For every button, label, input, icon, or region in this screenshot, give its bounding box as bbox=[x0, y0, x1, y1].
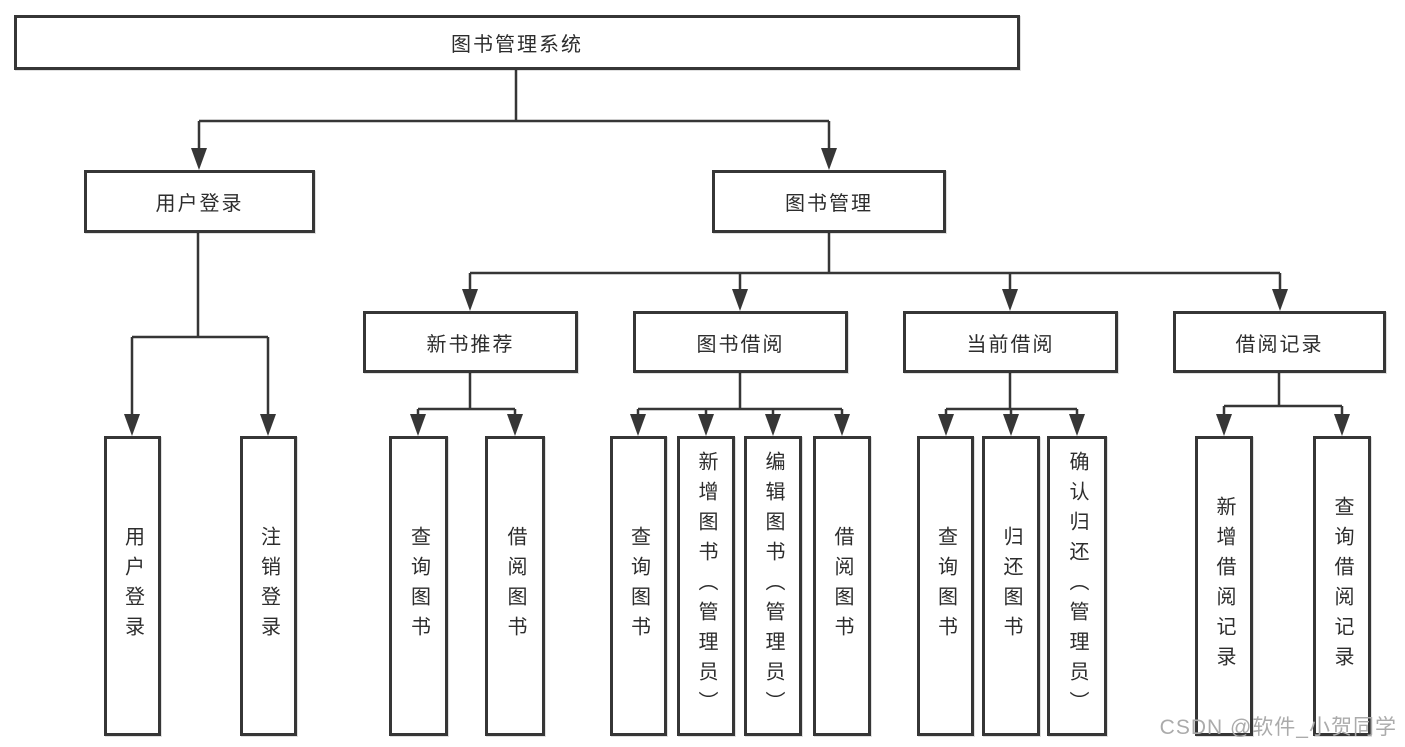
node-borrowing-records-label: 借阅记录 bbox=[1235, 333, 1324, 356]
leaf-cb-return-books-label: 归还图书 bbox=[1000, 526, 1022, 646]
leaf-user-login-label: 用户登录 bbox=[121, 526, 144, 646]
arrow-down-icon bbox=[260, 414, 276, 436]
leaf-br-add-record: 新增借阅记录 bbox=[1195, 436, 1253, 736]
connector-new-book-group bbox=[416, 373, 517, 418]
arrow-down-icon bbox=[821, 148, 837, 170]
leaf-user-login: 用户登录 bbox=[104, 436, 161, 736]
arrow-down-icon bbox=[1002, 289, 1018, 311]
connector-level2 bbox=[197, 70, 831, 152]
leaf-logout-label: 注销登录 bbox=[257, 526, 280, 646]
leaf-bb-borrow-books-label: 借阅图书 bbox=[831, 526, 853, 646]
connector-borrow-records-group bbox=[1222, 373, 1344, 418]
watermark: CSDN @软件_小贺同学 bbox=[1159, 716, 1397, 739]
leaf-cb-query-books-label: 查询图书 bbox=[934, 526, 957, 646]
leaf-logout: 注销登录 bbox=[240, 436, 297, 736]
leaf-bb-query-books-label: 查询图书 bbox=[627, 526, 650, 646]
leaf-br-add-record-label: 新增借阅记录 bbox=[1213, 496, 1235, 676]
arrow-down-icon bbox=[765, 414, 781, 436]
node-user-login-label: 用户登录 bbox=[155, 193, 244, 215]
arrow-down-icon bbox=[698, 414, 714, 436]
node-new-book-recommendation: 新书推荐 bbox=[363, 311, 578, 373]
node-borrowing-records: 借阅记录 bbox=[1173, 311, 1386, 373]
node-root-label: 图书管理系统 bbox=[451, 34, 583, 56]
leaf-bb-add-books-admin: 新增图书（管理员） bbox=[677, 436, 735, 736]
arrow-down-icon bbox=[462, 289, 478, 311]
arrow-down-icon bbox=[124, 414, 140, 436]
leaf-bb-query-books: 查询图书 bbox=[610, 436, 667, 736]
node-current-borrowing: 当前借阅 bbox=[903, 311, 1118, 373]
arrow-down-icon bbox=[1272, 289, 1288, 311]
leaf-nbr-borrow-books: 借阅图书 bbox=[485, 436, 545, 736]
node-current-borrowing-label: 当前借阅 bbox=[966, 333, 1055, 356]
node-book-borrowing: 图书借阅 bbox=[633, 311, 848, 373]
arrow-down-icon bbox=[1216, 414, 1232, 436]
connector-user-login-group bbox=[130, 233, 270, 418]
arrow-down-icon bbox=[1069, 414, 1085, 436]
arrow-down-icon bbox=[1334, 414, 1350, 436]
leaf-cb-query-books: 查询图书 bbox=[917, 436, 974, 736]
leaf-cb-confirm-return-admin-label: 确认归还（管理员） bbox=[1066, 451, 1088, 721]
arrow-down-icon bbox=[507, 414, 523, 436]
arrow-down-icon bbox=[938, 414, 954, 436]
connector-current-borrow-group bbox=[944, 373, 1079, 418]
node-book-borrowing-label: 图书借阅 bbox=[696, 333, 785, 356]
connector-level3 bbox=[468, 233, 1282, 293]
leaf-cb-confirm-return-admin: 确认归还（管理员） bbox=[1047, 436, 1107, 736]
leaf-bb-edit-books-admin-label: 编辑图书（管理员） bbox=[762, 451, 784, 721]
node-book-management: 图书管理 bbox=[712, 170, 946, 233]
leaf-bb-borrow-books: 借阅图书 bbox=[813, 436, 871, 736]
arrow-down-icon bbox=[191, 148, 207, 170]
leaf-cb-return-books: 归还图书 bbox=[982, 436, 1040, 736]
node-new-book-recommendation-label: 新书推荐 bbox=[426, 333, 515, 356]
leaf-nbr-query-books-label: 查询图书 bbox=[407, 526, 430, 646]
leaf-bb-edit-books-admin: 编辑图书（管理员） bbox=[744, 436, 802, 736]
node-book-management-label: 图书管理 bbox=[785, 193, 873, 215]
leaf-br-query-record: 查询借阅记录 bbox=[1313, 436, 1371, 736]
leaf-br-query-record-label: 查询借阅记录 bbox=[1331, 496, 1353, 676]
arrow-down-icon bbox=[1003, 414, 1019, 436]
connector-book-borrow-group bbox=[636, 373, 844, 418]
arrow-down-icon bbox=[834, 414, 850, 436]
node-user-login: 用户登录 bbox=[84, 170, 315, 233]
leaf-nbr-borrow-books-label: 借阅图书 bbox=[504, 526, 526, 646]
leaf-bb-add-books-admin-label: 新增图书（管理员） bbox=[695, 451, 717, 721]
node-root: 图书管理系统 bbox=[14, 15, 1020, 70]
arrow-down-icon bbox=[732, 289, 748, 311]
arrow-down-icon bbox=[410, 414, 426, 436]
leaf-nbr-query-books: 查询图书 bbox=[389, 436, 448, 736]
arrow-down-icon bbox=[630, 414, 646, 436]
